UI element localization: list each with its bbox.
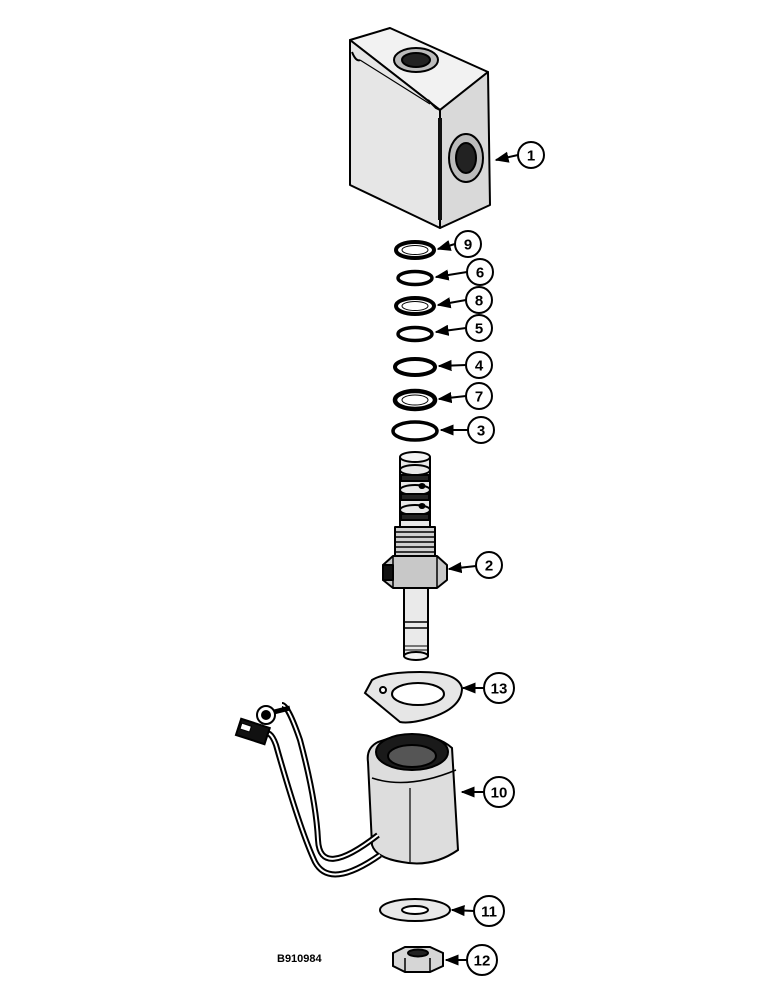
valve-body-block — [349, 27, 491, 229]
hex-nut — [392, 946, 444, 973]
svg-text:7: 7 — [475, 389, 483, 406]
leader-lines — [434, 151, 519, 966]
svg-text:3: 3 — [477, 423, 485, 440]
callout-11: 11 — [473, 895, 505, 927]
callout-9: 9 — [454, 230, 482, 258]
svg-text:1: 1 — [527, 148, 535, 165]
callout-1: 1 — [517, 141, 545, 169]
svg-text:2: 2 — [485, 558, 493, 575]
solenoid-coil — [234, 702, 460, 878]
o-ring-5 — [396, 325, 434, 343]
svg-text:13: 13 — [491, 681, 508, 698]
callout-3: 3 — [467, 416, 495, 444]
svg-text:5: 5 — [475, 321, 483, 338]
callout-13: 13 — [483, 672, 515, 704]
callout-4: 4 — [465, 351, 493, 379]
backup-ring-7 — [392, 388, 438, 412]
callout-10: 10 — [483, 776, 515, 808]
callout-5: 5 — [465, 314, 493, 342]
svg-text:10: 10 — [491, 785, 508, 802]
washer — [379, 898, 451, 922]
svg-text:8: 8 — [475, 293, 483, 310]
svg-text:11: 11 — [481, 904, 497, 921]
seal-ring-9 — [394, 240, 436, 260]
backup-ring-8 — [394, 296, 436, 316]
o-ring-6 — [396, 269, 434, 287]
o-ring-4 — [393, 357, 437, 377]
callout-12: 12 — [466, 944, 498, 976]
cartridge-valve — [382, 451, 448, 661]
o-ring-3 — [391, 420, 439, 442]
figure-reference: B910984 — [277, 953, 323, 965]
callout-8: 8 — [465, 286, 493, 314]
svg-text:9: 9 — [464, 237, 472, 254]
callout-7: 7 — [465, 382, 493, 410]
callout-2: 2 — [475, 551, 503, 579]
svg-text:4: 4 — [475, 358, 484, 375]
svg-text:6: 6 — [476, 265, 484, 282]
mounting-plate — [363, 670, 464, 724]
svg-text:12: 12 — [474, 953, 491, 970]
callout-6: 6 — [466, 258, 494, 286]
